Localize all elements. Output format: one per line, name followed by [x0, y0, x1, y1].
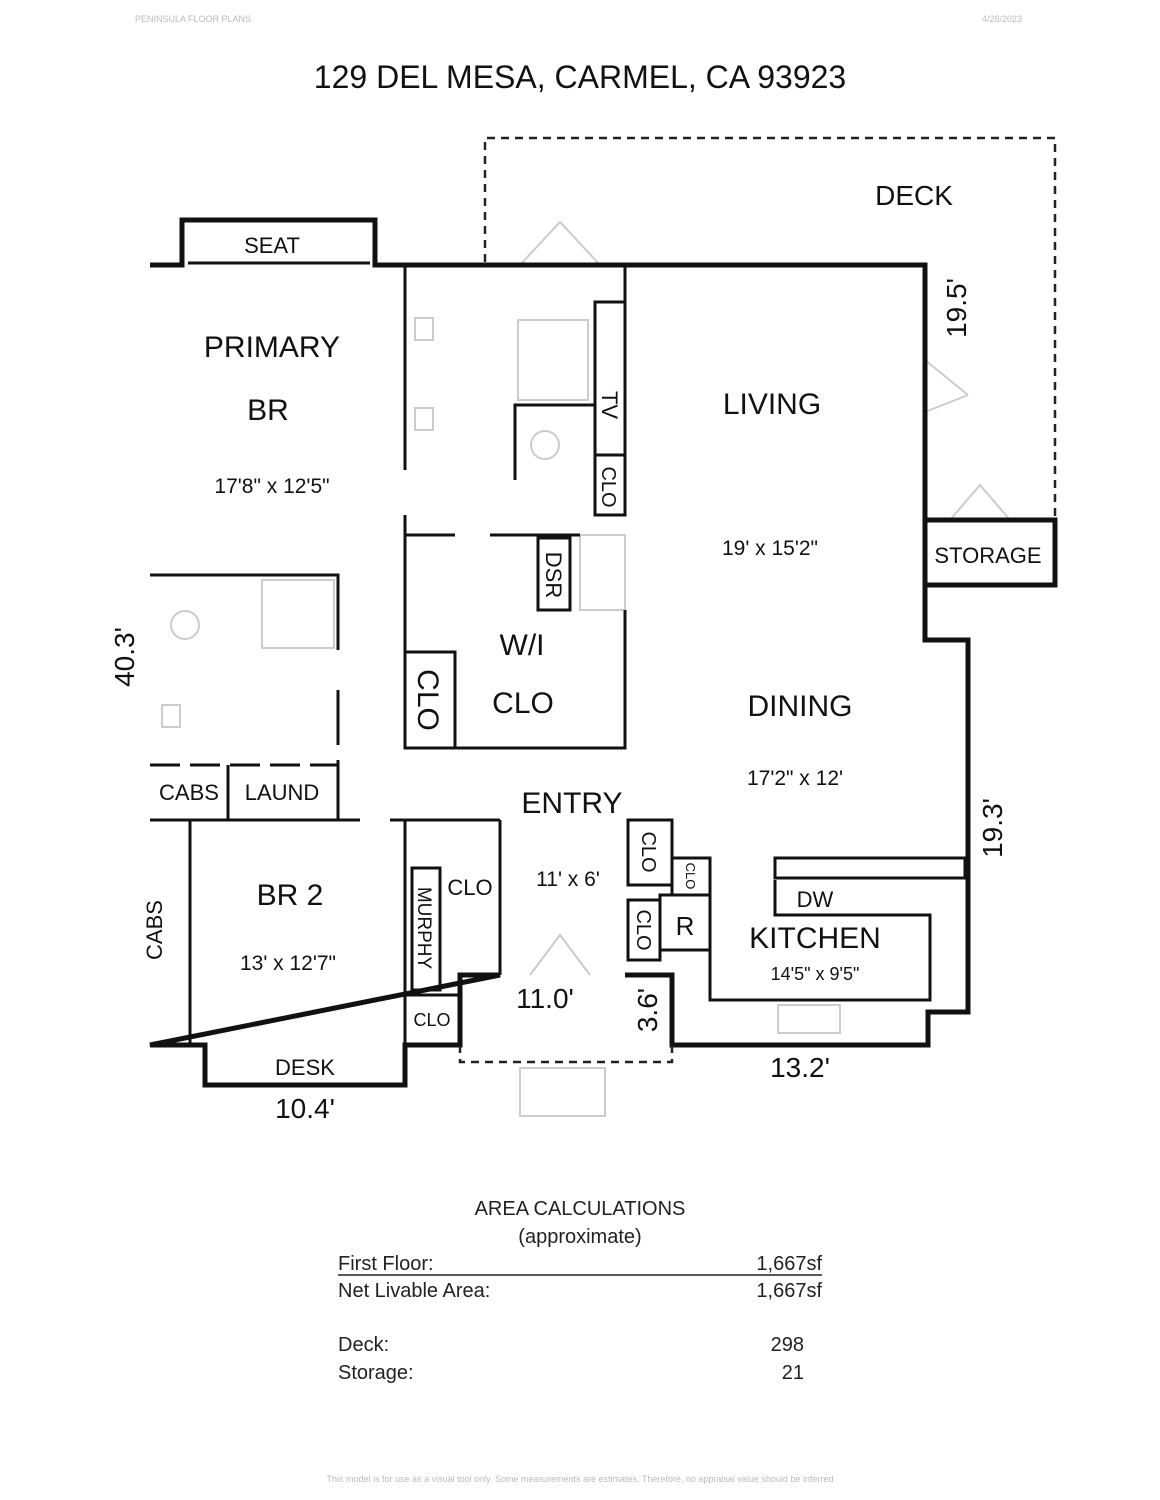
interior-walls — [150, 265, 967, 1047]
dim-left: 40.3' — [109, 627, 140, 687]
area-row-label: First Floor: — [338, 1253, 434, 1275]
desk-label: DESK — [275, 1055, 335, 1080]
living-size: 19' x 15'2" — [722, 537, 818, 560]
company-watermark: PENINSULA FLOOR PLANS — [135, 14, 251, 24]
wi-clo-label: W/I — [500, 629, 545, 662]
clo-small-label: CLO — [413, 1010, 450, 1030]
kitchen-label: KITCHEN — [749, 922, 881, 955]
dining-size: 17'2" x 12' — [747, 767, 843, 790]
dim-deck-side: 19.5' — [941, 278, 972, 338]
plan-code: 4/28/2023 — [982, 14, 1022, 24]
primary-br-size: 17'8" x 12'5" — [214, 475, 329, 498]
area-row-value: 1,667sf — [756, 1253, 822, 1275]
area-subtitle: (approximate) — [518, 1226, 641, 1248]
plan-title: 129 DEL MESA, CARMEL, CA 93923 — [314, 59, 846, 95]
storage-label: STORAGE — [934, 543, 1041, 568]
entry-label: ENTRY — [521, 787, 622, 820]
tv-label: TV — [597, 391, 622, 419]
entry-porch-outline — [458, 1045, 674, 1064]
disclaimer: This model is for use as a visual tool o… — [327, 1474, 834, 1484]
primary-br-label: PRIMARY — [204, 331, 340, 364]
area-row-label: Net Livable Area: — [338, 1280, 490, 1302]
clo-entry-label: CLO — [637, 831, 659, 872]
br2-label: BR 2 — [257, 879, 324, 912]
murphy-label: MURPHY — [413, 887, 434, 970]
dim-entry-width: 11.0' — [516, 983, 574, 1014]
area-row-value: 298 — [771, 1334, 804, 1356]
clo-tiny-label: CLO — [683, 863, 698, 890]
fixtures — [161, 220, 1011, 1117]
dim-entry-depth: 3.6' — [632, 988, 663, 1032]
laund-label: LAUND — [245, 780, 320, 805]
clo-bath-label: CLO — [597, 466, 619, 507]
dim-right: 19.3' — [977, 798, 1008, 858]
kitchen-size: 14'5" x 9'5" — [771, 964, 860, 984]
dim-bottom-right: 13.2' — [770, 1052, 830, 1083]
dsr-label: DSR — [541, 552, 566, 598]
clo-wi-label: CLO — [411, 669, 444, 731]
area-row-value: 1,667sf — [756, 1280, 822, 1302]
br2-size: 13' x 12'7" — [240, 952, 336, 975]
area-title: AREA CALCULATIONS — [475, 1198, 686, 1220]
cabs-label: CABS — [159, 780, 219, 805]
deck-label: DECK — [875, 180, 953, 211]
clo-br2-label: CLO — [447, 875, 492, 900]
refrigerator-label: R — [676, 911, 695, 941]
area-row-value: 21 — [782, 1362, 804, 1384]
storage-walls — [925, 517, 1058, 588]
area-row-label: Deck: — [338, 1334, 389, 1356]
area-row-label: Storage: — [338, 1362, 414, 1384]
dining-label: DINING — [748, 690, 853, 723]
primary-br-label-2: BR — [247, 394, 289, 427]
clo-entry-label-2: CLO — [632, 909, 654, 950]
wi-clo-label-2: CLO — [492, 687, 554, 720]
deck-outline — [483, 136, 1057, 520]
dw-label: DW — [797, 887, 834, 912]
living-label: LIVING — [723, 388, 821, 421]
entry-size: 11' x 6' — [536, 868, 600, 891]
cabs-br2-label: CABS — [142, 900, 167, 960]
seat-label: SEAT — [244, 233, 300, 258]
dim-bottom-left: 10.4' — [275, 1093, 335, 1124]
